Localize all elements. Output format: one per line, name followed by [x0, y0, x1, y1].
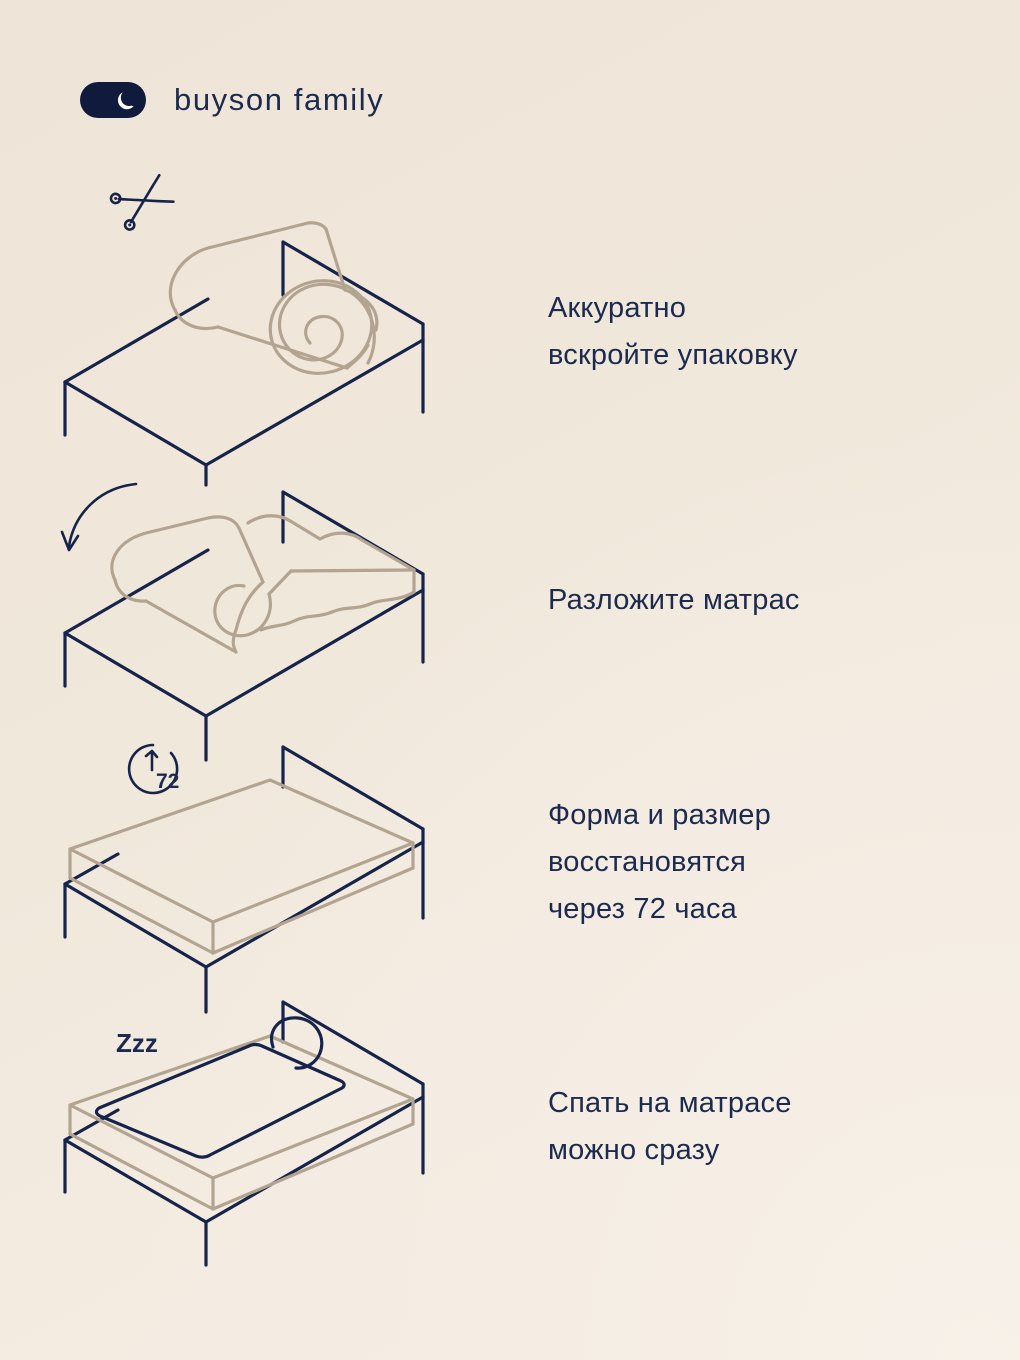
step-2: Разложите матрас — [0, 470, 1020, 762]
sleep-label: Zzz — [116, 1028, 158, 1058]
moon-icon — [115, 88, 137, 112]
logo-pill — [80, 82, 146, 118]
step-1-caption: Аккуратно вскройте упаковку — [548, 292, 798, 371]
step-2-caption: Разложите матрас — [548, 584, 800, 616]
scissors-icon — [109, 173, 175, 231]
step-1-illustration — [58, 173, 488, 487]
flat-mattress — [68, 778, 415, 955]
step-1: Аккуратно вскройте упаковку — [0, 173, 1020, 487]
step-3-illustration: 72 — [58, 732, 488, 1022]
step-3-caption: Форма и размер восстановятся через 72 ча… — [548, 799, 771, 925]
rolled-mattress — [168, 221, 379, 375]
bed-frame — [63, 745, 425, 1014]
brand-name: buyson family — [174, 82, 385, 117]
blanket-outline — [94, 1042, 346, 1159]
clock-icon: 72 — [127, 743, 179, 795]
pillow — [270, 1016, 324, 1070]
bed-frame — [63, 240, 425, 487]
step-4-illustration: Zzz — [58, 990, 488, 1267]
clock-hours-label: 72 — [156, 770, 179, 793]
unrolling-mattress — [110, 514, 416, 654]
step-4-caption: Спать на матрасе можно сразу — [548, 1087, 792, 1166]
brand-logo: buyson family — [80, 82, 384, 118]
step-3: 72 — [0, 732, 1020, 1014]
flat-mattress — [68, 1034, 415, 1211]
bed-frame — [63, 490, 425, 762]
step-2-illustration — [58, 470, 488, 762]
step-4: Zzz — [0, 990, 1020, 1267]
curved-arrow-icon — [60, 482, 138, 552]
bed-frame — [63, 1000, 425, 1267]
